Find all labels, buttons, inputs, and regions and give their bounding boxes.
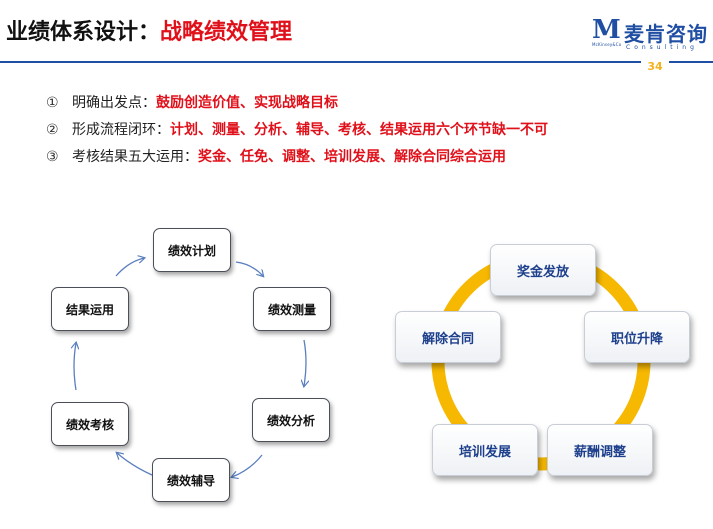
bullet-item: ① 明确出发点：鼓励创造价值、实现战略目标 [46, 92, 548, 119]
node-analyze: 绩效分析 [252, 398, 330, 442]
node-training: 培训发展 [432, 424, 538, 476]
bullet-item: ③ 考核结果五大运用：奖金、任免、调整、培训发展、解除合同综合运用 [46, 146, 548, 173]
bullet-highlight: 计划、测量、分析、辅导、考核、结果运用六个环节缺一不可 [170, 122, 548, 138]
node-bonus: 奖金发放 [490, 244, 596, 296]
node-appraise: 绩效考核 [51, 402, 129, 446]
node-coach: 绩效辅导 [152, 458, 230, 502]
bullet-highlight: 鼓励创造价值、实现战略目标 [156, 95, 338, 111]
node-measure: 绩效测量 [253, 287, 331, 331]
bullet-label: 形成流程闭环： [72, 122, 170, 138]
logo-mark-sub: McKinsey&Co [592, 42, 622, 47]
arrow-analyze-to-coach [232, 454, 263, 477]
page-title: 业绩体系设计：战略绩效管理 [6, 14, 292, 46]
arrow-apply-to-plan [115, 258, 144, 277]
arrow-appraise-to-apply [74, 343, 76, 391]
logo-name-en: Consulting [626, 44, 698, 51]
left-cycle-arrows [74, 258, 306, 477]
arrow-measure-to-analyze [304, 339, 306, 386]
node-promotion: 职位升降 [584, 311, 690, 363]
logo-name-cn: 麦肯咨询 [624, 22, 708, 46]
bullet-number: ③ [46, 149, 59, 165]
logo-mark: M [592, 15, 621, 45]
header-divider [0, 61, 713, 63]
node-apply: 结果运用 [51, 287, 129, 331]
bullet-number: ① [46, 95, 59, 111]
node-termination: 解除合同 [395, 311, 501, 363]
arrow-plan-to-measure [235, 261, 263, 276]
bullet-label: 考核结果五大运用： [72, 149, 198, 165]
bullet-number: ② [46, 122, 59, 138]
node-salary: 薪酬调整 [547, 424, 653, 476]
company-logo: M McKinsey&Co 麦肯咨询 Consulting [592, 15, 712, 51]
arrow-coach-to-appraise [117, 453, 153, 476]
bullet-highlight: 奖金、任免、调整、培训发展、解除合同综合运用 [198, 149, 506, 165]
page-number: 34 [641, 59, 669, 75]
title-prefix: 业绩体系设计： [6, 20, 161, 45]
bullet-label: 明确出发点： [72, 95, 156, 111]
bullet-list: ① 明确出发点：鼓励创造价值、实现战略目标 ② 形成流程闭环：计划、测量、分析、辅导… [46, 92, 548, 173]
node-plan: 绩效计划 [153, 228, 231, 272]
title-highlight: 战略绩效管理 [160, 20, 293, 45]
bullet-item: ② 形成流程闭环：计划、测量、分析、辅导、考核、结果运用六个环节缺一不可 [46, 119, 548, 146]
